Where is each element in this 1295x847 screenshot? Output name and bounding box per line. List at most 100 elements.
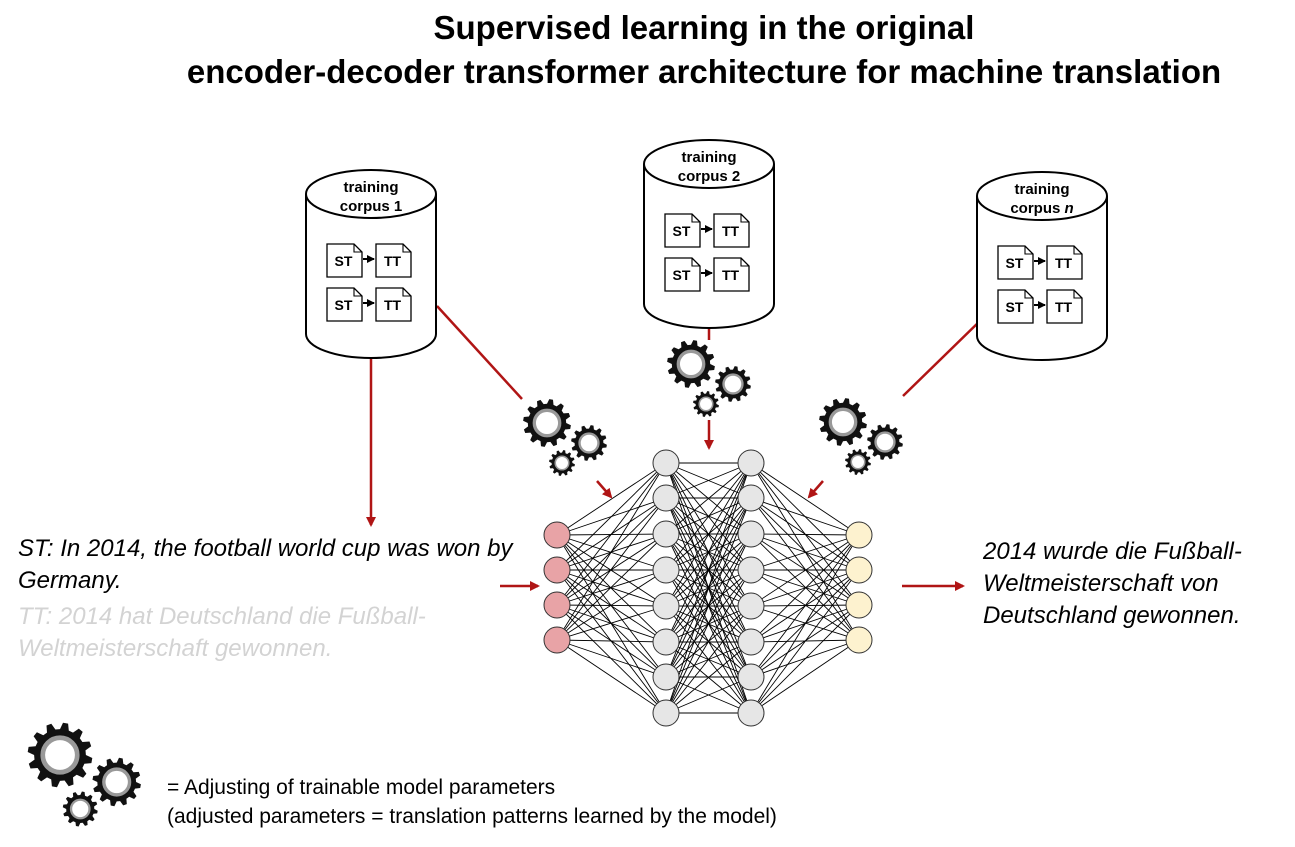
hidden-node — [737, 484, 765, 512]
output-text: 2014 wurde die Fußball-Weltmeisterschaft… — [983, 538, 1242, 629]
document-icon: ST — [664, 257, 701, 292]
gear-cluster-icon — [27, 722, 141, 827]
document-icon: ST — [326, 243, 363, 278]
input-node — [543, 521, 571, 549]
flow-arrow — [807, 480, 824, 499]
corpus-cylinder-top — [305, 169, 437, 219]
network-edge — [665, 462, 752, 535]
gear-icon — [667, 340, 715, 388]
gear-icon — [92, 757, 141, 807]
document-label: ST — [673, 267, 691, 283]
network-edge — [556, 569, 667, 607]
document-label: TT — [384, 253, 402, 269]
document-icon: ST — [997, 289, 1034, 324]
hidden-node — [737, 592, 765, 620]
network-edge — [665, 641, 752, 714]
network-edge — [750, 604, 860, 714]
document-label: ST — [673, 223, 691, 239]
corpus-cylinder-top — [643, 139, 775, 189]
corpus-label: corpus n — [1010, 200, 1073, 217]
network-edge — [750, 533, 860, 606]
gear-icon — [693, 391, 719, 417]
network-edge — [750, 533, 860, 641]
corpus-label: training — [682, 149, 737, 166]
hidden-node — [652, 520, 680, 548]
network-edge — [556, 462, 667, 606]
document-icon: TT — [375, 243, 412, 278]
source-text: ST: In 2014, the football world cup was … — [18, 535, 513, 594]
network-edge — [556, 534, 667, 643]
hidden-node — [737, 628, 765, 656]
document-label: ST — [335, 253, 353, 269]
gear-cluster-icon — [523, 399, 607, 476]
network-edge — [750, 534, 860, 714]
hidden-node — [652, 449, 680, 477]
document-label: ST — [1006, 255, 1024, 271]
gear-icon — [62, 791, 98, 827]
hidden-node — [737, 699, 765, 727]
network-edge — [556, 533, 667, 641]
network-edge — [750, 534, 860, 643]
network-edges — [556, 462, 860, 714]
output-node — [845, 556, 873, 584]
title-line-1: Supervised learning in the original — [433, 9, 975, 46]
network-edge — [665, 533, 752, 714]
network-nodes — [543, 449, 873, 727]
network-edge — [665, 605, 752, 714]
network-edge — [750, 497, 860, 606]
gear-icon — [715, 366, 751, 402]
flow-arrow — [596, 480, 613, 499]
network-edge — [665, 462, 752, 643]
document-label: TT — [1055, 299, 1073, 315]
gear-icon — [549, 450, 575, 476]
hidden-node — [737, 663, 765, 691]
hidden-node — [737, 556, 765, 584]
gear-cluster-icon — [819, 398, 903, 475]
network-edge — [750, 534, 860, 607]
output-node — [845, 591, 873, 619]
document-icon: ST — [997, 245, 1034, 280]
gear-cluster-icon — [667, 340, 751, 417]
network-edge — [556, 605, 667, 641]
network-edge — [665, 676, 752, 714]
network-edge — [665, 462, 752, 678]
hidden-node — [652, 663, 680, 691]
corpus-label: training — [1015, 181, 1070, 198]
title-line-2: encoder-decoder transformer architecture… — [186, 53, 1222, 90]
network-edge — [556, 569, 667, 641]
document-label: TT — [1055, 255, 1073, 271]
network-edge — [750, 534, 860, 571]
network-edge — [556, 462, 667, 641]
network-edge — [556, 534, 667, 571]
arrows — [366, 305, 984, 591]
gear-icon — [523, 399, 571, 447]
legend-line-2: (adjusted parameters = translation patte… — [167, 805, 777, 828]
document-icon: TT — [1046, 289, 1083, 324]
document-icon: TT — [1046, 245, 1083, 280]
network-edge — [665, 462, 752, 499]
legend-line-1: = Adjusting of trainable model parameter… — [167, 776, 556, 799]
network-edge — [750, 462, 860, 536]
document-icon: TT — [713, 257, 750, 292]
target-text: TT: 2014 hat Deutschland die Fußball-Wel… — [18, 603, 426, 662]
hidden-node — [737, 520, 765, 548]
gear-icon — [845, 449, 871, 475]
document-label: ST — [335, 297, 353, 313]
gear-icon — [571, 425, 607, 461]
network-edge — [556, 462, 667, 536]
hidden-node — [652, 556, 680, 584]
document-icon: TT — [375, 287, 412, 322]
network-edge — [665, 462, 752, 607]
document-icon: ST — [664, 213, 701, 248]
flow-arrow — [436, 305, 523, 400]
network-edge — [556, 604, 667, 714]
document-label: TT — [384, 297, 402, 313]
network-edge — [665, 462, 752, 714]
hidden-node — [737, 449, 765, 477]
gear-icon — [867, 424, 903, 460]
network-edge — [556, 639, 667, 714]
